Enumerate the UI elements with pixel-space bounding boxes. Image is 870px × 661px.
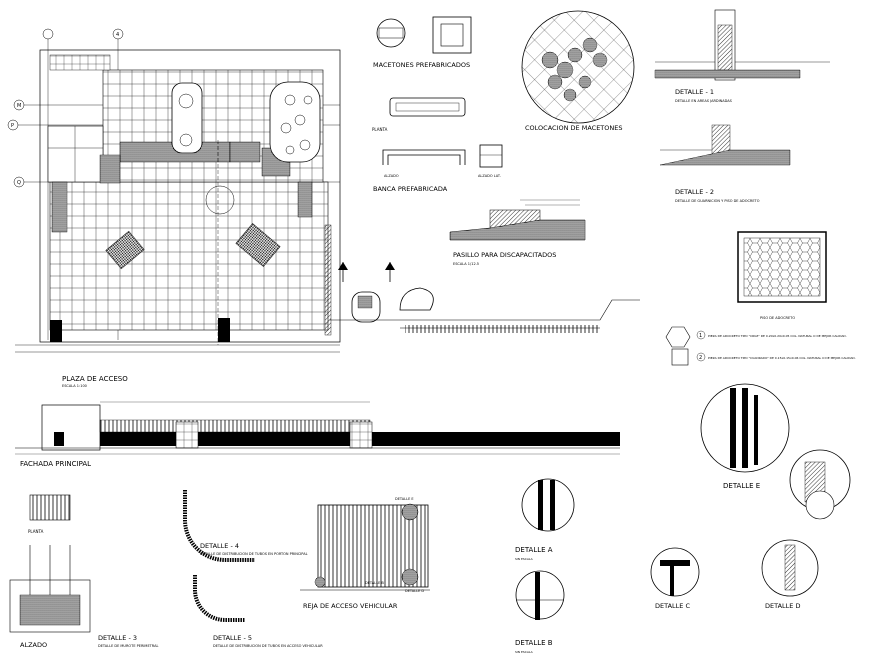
det-5-title: DETALLE - 5 — [213, 634, 252, 642]
alzado-label: ALZADO — [384, 174, 399, 178]
fachada-title: FACHADA PRINCIPAL — [20, 460, 91, 468]
det-a-title: DETALLE A — [515, 546, 553, 554]
banca-title: BANCA PREFABRICADA — [373, 185, 448, 193]
plaza-plan — [7, 28, 640, 353]
det-e-title: DETALLE E — [723, 482, 760, 490]
det-4-title: DETALLE - 4 — [200, 542, 239, 550]
grid-q: Q — [17, 180, 21, 186]
colocacion-title: COLOCACION DE MACETONES — [525, 124, 622, 132]
alzado-main-title: ALZADO — [20, 641, 47, 649]
det2-sub: DETALLE DE GUARNICION Y PISO DE ADOCRETO — [675, 199, 760, 203]
det1-sub: DETALLE EN AREAS JARDINADAS — [675, 99, 733, 103]
planta-small-title: PLANTA — [28, 529, 44, 534]
alzado-lat-label: ALZADO LAT. — [478, 174, 501, 178]
detail-3-4-5 — [9, 490, 255, 633]
labels: PLAZA DE ACCESO ESCALA 1:100 FACHADA PRI… — [11, 32, 856, 654]
grid-4: 4 — [116, 32, 119, 38]
macetones-drawings — [376, 10, 635, 168]
legend-num-1: 1 — [699, 333, 702, 339]
detail-e — [700, 383, 851, 520]
facade-elevation — [15, 401, 620, 455]
det-b-title: DETALLE B — [515, 639, 553, 647]
det-3-title: DETALLE - 3 — [98, 634, 137, 642]
plaza-title: PLAZA DE ACCESO — [62, 375, 128, 383]
pasillo-title: PASILLO PARA DISCAPACITADOS — [453, 251, 556, 259]
det-c-title: DETALLE C — [655, 602, 690, 610]
det-d-title: DETALLE D — [765, 602, 800, 610]
macetones-title: MACETONES PREFABRICADOS — [373, 61, 470, 69]
pasillo-section — [449, 199, 586, 241]
reja-title: REJA DE ACCESO VEHICULAR — [303, 602, 398, 610]
reja-det-d: DETALLE D — [405, 589, 424, 593]
detail-c-d — [650, 539, 819, 597]
det-5-sub: DETALLE DE DISTRIBUCION DE TUBOS EN ACCE… — [213, 644, 323, 648]
det-a-scale: SIN ESCALA — [515, 557, 534, 561]
det2-title: DETALLE - 2 — [675, 188, 714, 196]
grid-p: P — [11, 123, 14, 129]
legend-2: PIEZA DE ADOCRETO TIPO "CUADRADO" DE 0.1… — [708, 356, 856, 360]
detail-1-2 — [654, 9, 830, 166]
planta-label: PLANTA — [372, 127, 388, 132]
reja-vehicular — [300, 503, 430, 591]
det-b-scale: SIN ESCALA — [515, 650, 534, 654]
piso-adocreto — [665, 231, 827, 366]
grid-m: M — [17, 103, 21, 109]
det1-title: DETALLE - 1 — [675, 88, 714, 96]
reja-det-e: DETALLE E — [395, 497, 414, 501]
reja-det-b: DETALLE B — [365, 581, 384, 585]
pasillo-scale: ESCALA 1/12.5 — [453, 262, 479, 266]
detail-a-b — [515, 478, 575, 620]
legend-1: PIEZA DE ADOCRETO TIPO "CRUZ" DE 0.20x0.… — [708, 334, 847, 338]
det-3-sub: DETALLE DE MUROTE PERIMETRAL — [98, 644, 158, 648]
legend-num-2: 2 — [699, 355, 702, 361]
piso-title: PISO DE ADOCRETO — [760, 316, 795, 320]
det-4-sub: DETALLE DE DISTRIBUCION DE TUBOS EN PORT… — [200, 552, 308, 556]
plaza-scale: ESCALA 1:100 — [62, 384, 87, 388]
